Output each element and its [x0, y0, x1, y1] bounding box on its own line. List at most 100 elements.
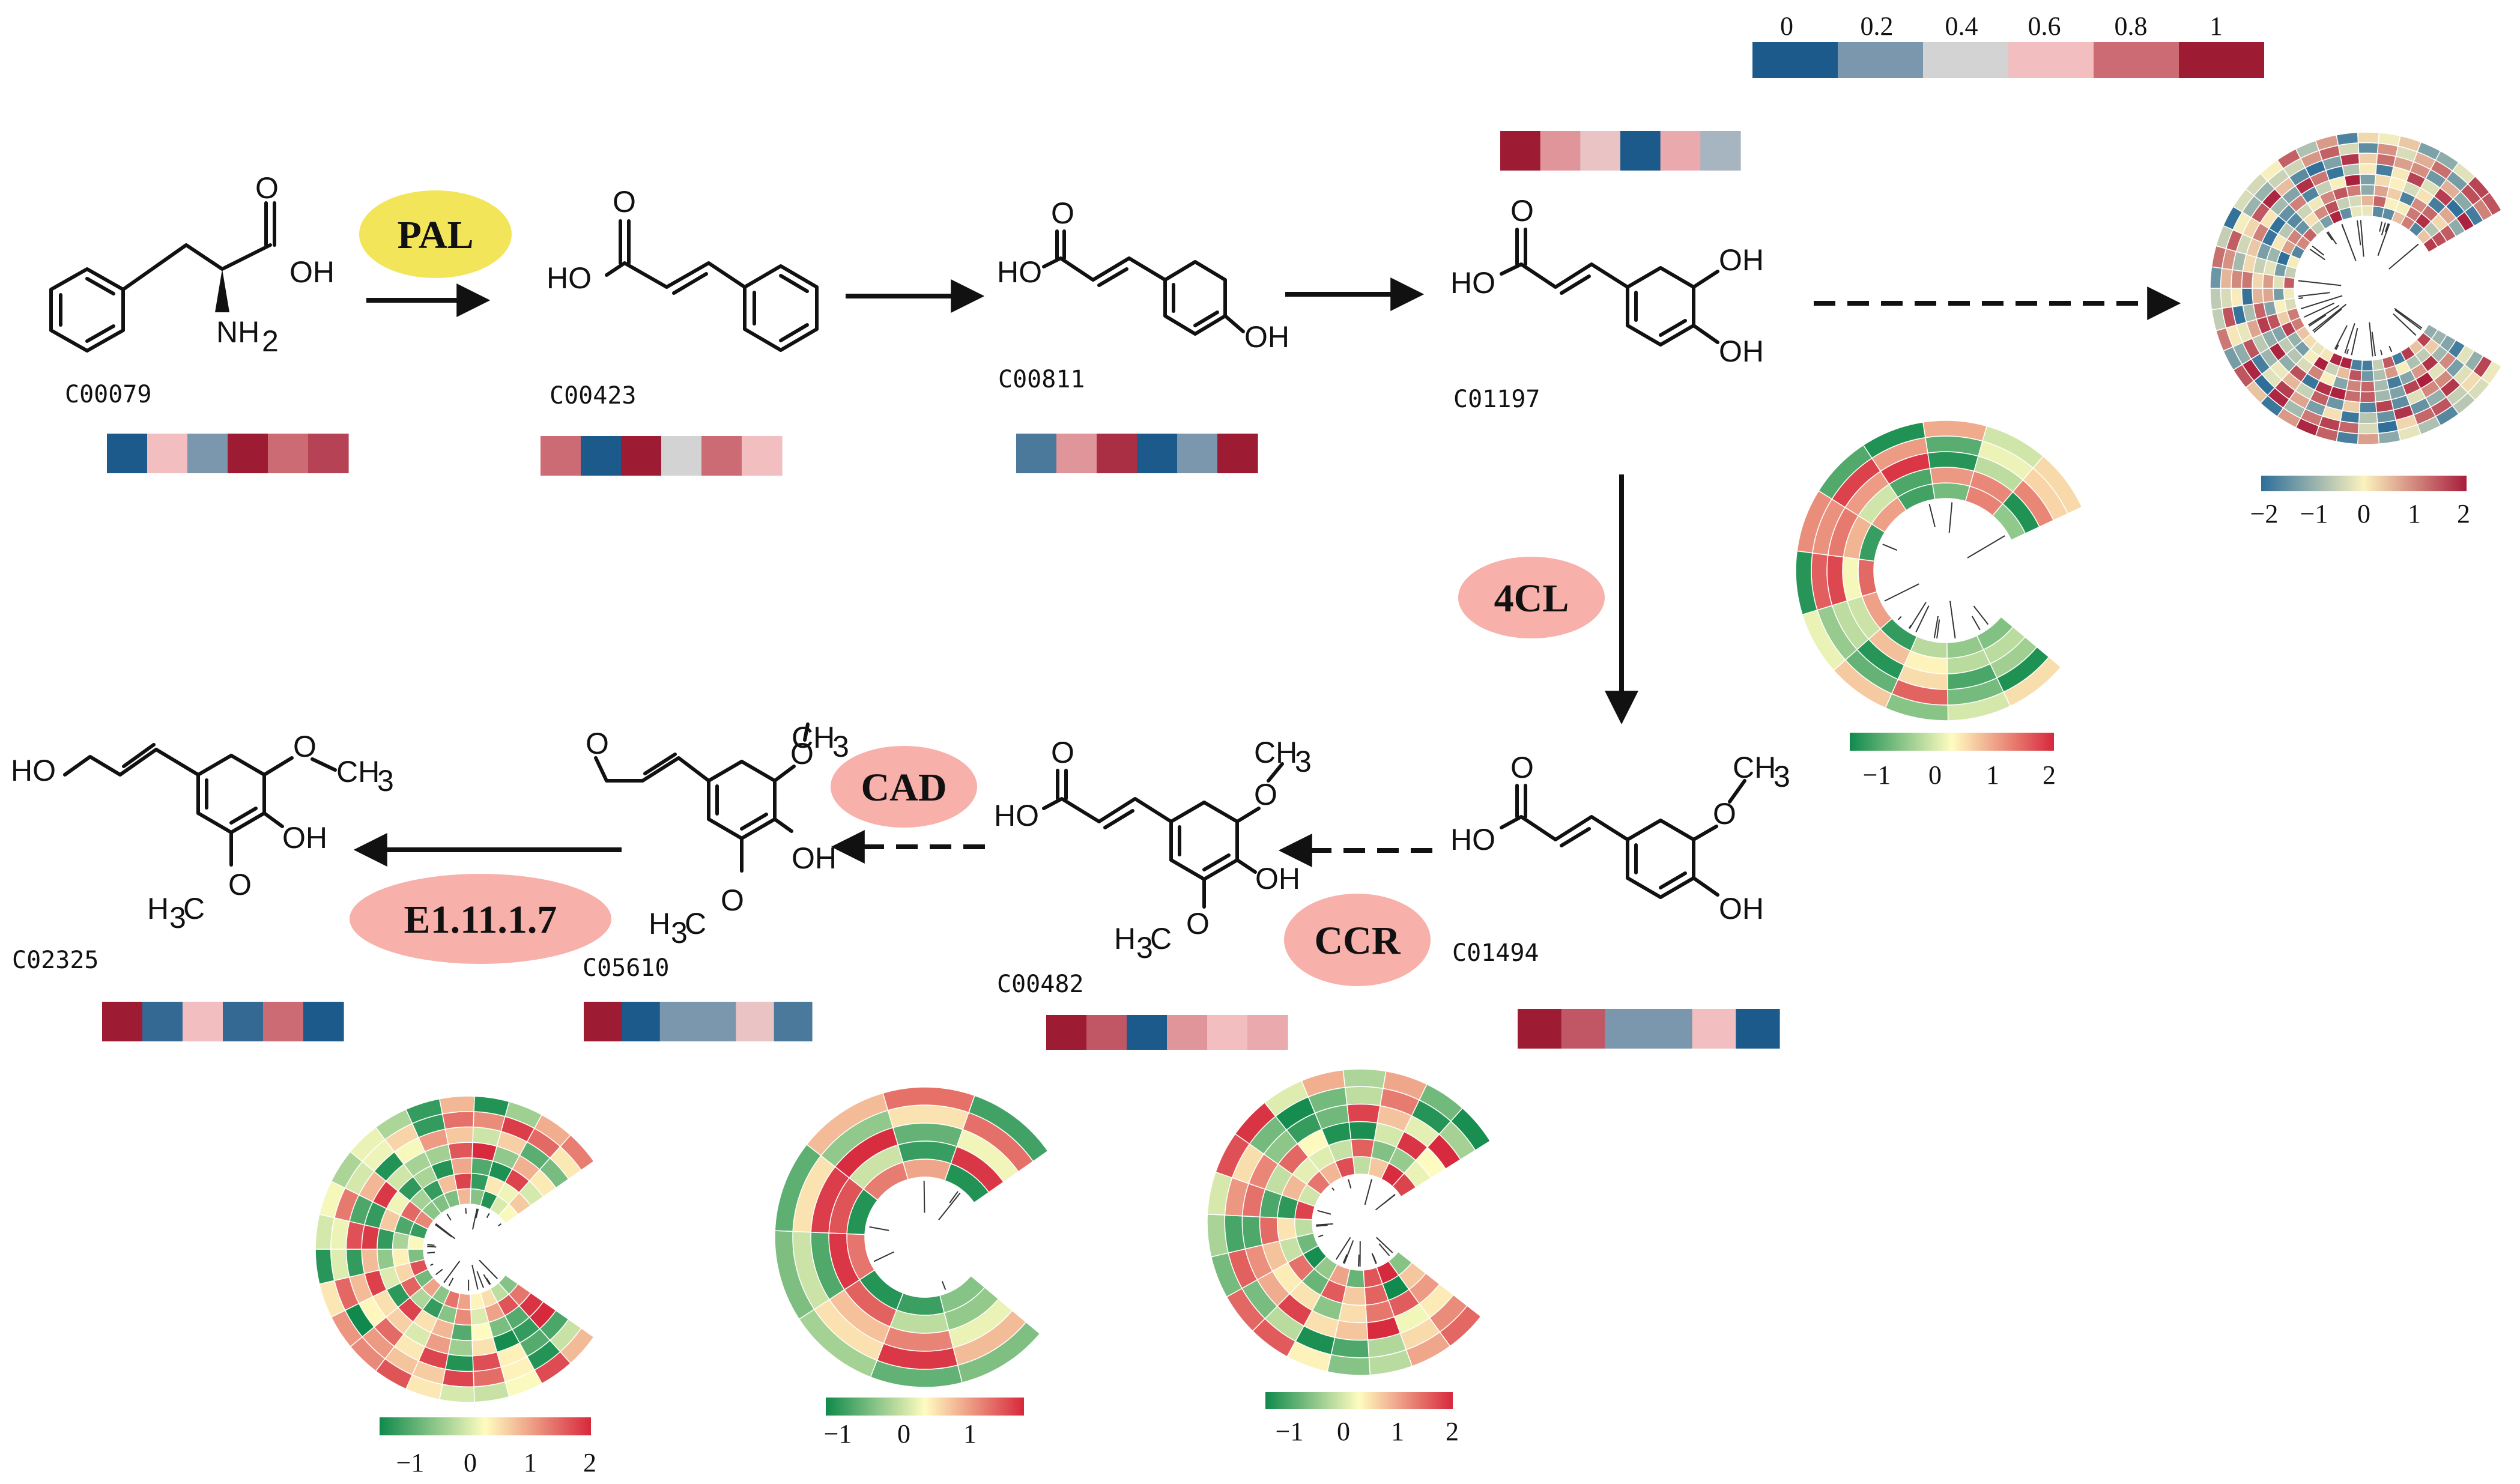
legend-bar [2261, 476, 2467, 491]
heat-cell [1518, 1009, 1562, 1049]
scale-cell [1838, 42, 1923, 78]
ring-cell [1348, 1121, 1378, 1141]
dendrogram-branch [1882, 544, 1898, 551]
dendrogram-branch [2346, 349, 2349, 354]
dendrogram-branch [2300, 295, 2343, 310]
dendrogram-branch [2381, 222, 2386, 235]
dendrogram-branch [430, 1264, 434, 1266]
svg-text:CAD: CAD [861, 766, 947, 810]
ring-cell [2220, 288, 2233, 309]
structure-C00423: O HO [547, 185, 819, 352]
heat-cell [1137, 434, 1178, 473]
legend-tick: −1 [2300, 499, 2328, 528]
legend-tick: 2 [583, 1448, 596, 1477]
compound-id-C01494: C01494 [1452, 939, 1539, 967]
heat-cell [1086, 1015, 1127, 1050]
heat-cell [736, 1002, 775, 1041]
heat-cell [698, 1002, 736, 1041]
circular-heatmap-e11117 [1207, 1068, 1491, 1376]
ring-cell [2231, 269, 2244, 289]
ring-cell [2273, 288, 2285, 302]
ring-cell [392, 1249, 410, 1267]
ring-cell [1931, 482, 1970, 502]
ring-cell [2241, 270, 2254, 289]
dendrogram-branch [1342, 1254, 1348, 1264]
ring-cell [2360, 370, 2375, 382]
ring-cell [1330, 1337, 1370, 1358]
dendrogram-branch [2298, 280, 2342, 286]
heat-cell [1736, 1009, 1780, 1049]
dendrogram-branch [949, 1191, 959, 1204]
enzyme-badge-4cl: 4CL [1458, 557, 1605, 638]
dendrogram-branch [923, 1180, 925, 1213]
legend-tick: 2 [2043, 760, 2056, 790]
dendrogram-branch [471, 1264, 479, 1290]
legend-tick: −2 [2250, 499, 2279, 528]
atom-ch3-sub: 3 [377, 764, 394, 798]
structure-C00482: O HO O CH 3 OH O H 3 C [994, 736, 1312, 965]
dendrogram-branch [1884, 583, 1919, 602]
heat-cell [1247, 1015, 1288, 1050]
legend-tick: −1 [1276, 1417, 1304, 1446]
heat-cell [659, 1002, 698, 1041]
scale-tick: 0.6 [2028, 11, 2061, 41]
dendrogram-branch [486, 1213, 490, 1219]
ring-cell [902, 1158, 952, 1181]
heat-cell [1167, 1015, 1208, 1050]
ring-cell [2480, 192, 2503, 216]
ring-cell [2358, 411, 2378, 424]
compound-id-C00811: C00811 [998, 366, 1085, 393]
heat-cell [1660, 131, 1701, 171]
atom-h3c-sub: 3 [169, 901, 186, 934]
ring-cell [2360, 184, 2376, 196]
atom-nh2: NH [216, 315, 259, 349]
dendrogram-branch [2304, 302, 2335, 318]
heat-cell [1580, 131, 1621, 171]
enzyme-badge-ccr: CCR [1284, 894, 1431, 986]
atom-ch3-sub: 3 [1773, 760, 1790, 793]
legend-tick: 0 [1337, 1417, 1350, 1446]
svg-text:4CL: 4CL [1494, 577, 1569, 620]
atom-ho: HO [1450, 823, 1495, 856]
ring-cell [2283, 276, 2295, 289]
svg-text:CCR: CCR [1315, 919, 1401, 963]
legend-tick: 0 [897, 1419, 910, 1449]
dendrogram-branch [1316, 1225, 1328, 1227]
svg-text:PAL: PAL [397, 213, 473, 257]
dendrogram-branch [938, 1192, 961, 1220]
ring-cell [438, 1095, 475, 1115]
scale-cell [2094, 42, 2179, 78]
heat-cell [742, 436, 783, 476]
ring-cell [2210, 288, 2223, 310]
ring-cell [1207, 1213, 1229, 1258]
legend-cad: −1 0 1 2 [380, 1417, 596, 1477]
ring-cell [2252, 288, 2264, 304]
dendrogram-branch [479, 1259, 498, 1279]
legend-e11117: −1 0 1 2 [1265, 1392, 1459, 1446]
ring-cell [2358, 153, 2378, 165]
compound-heat-strips [102, 131, 1780, 1050]
dendrogram-branch [1948, 502, 1953, 533]
heat-cell [621, 436, 662, 476]
atom-o: O [1254, 778, 1277, 811]
ring-cell [377, 1249, 395, 1271]
atom-h3c: H [1114, 922, 1136, 956]
ring-cell [2273, 274, 2285, 289]
ring-cell [441, 1110, 474, 1130]
dendrogram-branch [869, 1226, 889, 1231]
dendrogram-branch [2312, 303, 2347, 332]
dendrogram-branch [1971, 616, 1981, 631]
atom-oh: OH [792, 841, 837, 875]
dendrogram-branch [2357, 220, 2361, 246]
atom-h3c-c: C [685, 907, 706, 940]
ring-cell [2252, 272, 2264, 289]
ring-cell [2357, 132, 2380, 144]
dendrogram-branch [1317, 1210, 1331, 1215]
enzyme-badge-pal: PAL [359, 190, 512, 278]
ring-cell [1259, 1216, 1280, 1246]
compound-id-C00423: C00423 [550, 382, 637, 410]
ring-cell [2348, 195, 2363, 208]
ring-cell [441, 1369, 474, 1388]
compound-id-C01197: C01197 [1453, 386, 1540, 413]
ring-cell [361, 1224, 380, 1250]
